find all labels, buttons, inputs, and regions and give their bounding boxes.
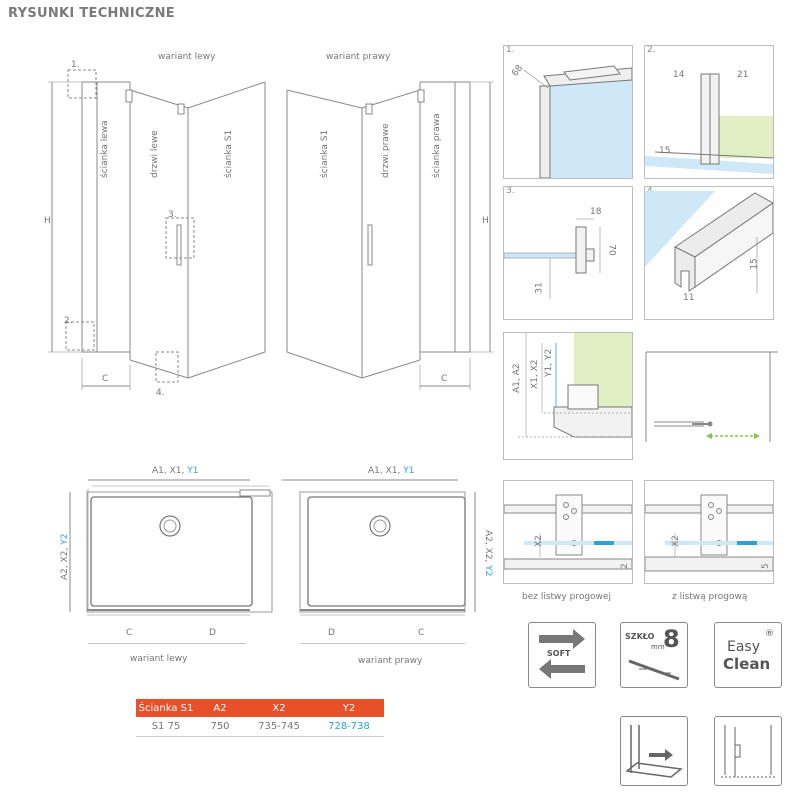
detail-3-dim-b: 70 [606, 244, 617, 256]
page-title: RYSUNKI TECHNICZNE [8, 6, 175, 21]
glass-word: SZKŁO [625, 632, 655, 641]
caption-without-threshold: bez listwy progowej [522, 592, 611, 602]
clean-label: Clean [723, 655, 771, 673]
right-panel-label-3: ścianka prawa [432, 113, 442, 178]
detail-7-dim-b: 2 [620, 563, 630, 569]
soft-close-icon: SOFT [528, 622, 596, 688]
detail-4-dim-a: 15 [749, 258, 760, 270]
left-height-label: H [44, 216, 51, 226]
right-panel-label-1: ścianka S1 [320, 129, 330, 178]
right-plan-caption: wariant prawy [358, 656, 423, 666]
detail-panel-8: X2 5 [644, 480, 774, 584]
detail-marker-1: 1. [71, 60, 80, 70]
left-plan-width-label: A1, X1, Y1 [152, 466, 199, 476]
detail-5-label-b: X1, X2 [530, 359, 540, 389]
table-cell: S1 75 [136, 717, 196, 737]
left-panel-label-2: drzwi lewe [150, 130, 160, 178]
detail-5-label-blue: Y1, Y2 [544, 348, 554, 377]
door-mount-icon [714, 716, 782, 786]
detail-3-dim-c: 31 [534, 282, 545, 294]
right-c-label: C [441, 374, 448, 384]
detail-panel-7: X2 2 [503, 480, 633, 584]
left-plan-d-label: D [209, 628, 216, 638]
detail-7-dim-a: X2 [534, 535, 544, 547]
left-panel-label-3: ścianka S1 [224, 129, 234, 178]
detail-2-dim-b: 21 [737, 70, 749, 80]
left-panel-label-1: ścianka lewa [100, 120, 110, 178]
glass-unit: mm [651, 643, 665, 651]
right-plan-width-label: A1, X1, Y1 [368, 466, 415, 476]
detail-5-label-a: A1, A2 [512, 363, 522, 394]
table-header-row: Ścianka S1 A2 X2 Y2 [136, 699, 384, 717]
registered-mark: ® [765, 629, 774, 639]
right-variant-label: wariant prawy [326, 52, 391, 62]
detail-panel-5: A1, A2 X1, X2 Y1, Y2 [503, 332, 633, 460]
glass-8mm-icon: SZKŁO mm 8 [620, 622, 688, 688]
detail-4-dim-b: 11 [683, 293, 695, 303]
table-header-cell: Y2 [314, 699, 384, 717]
plan-views-drawing [69, 479, 476, 644]
detail-2-dim-a: 14 [673, 70, 685, 80]
detail-panel-3: 3. 18 70 31 [503, 186, 633, 320]
left-plan-c-label: C [126, 628, 133, 638]
table-cell: 728-738 [314, 717, 384, 737]
right-panel-label-2: drzwi prawe [381, 123, 391, 178]
soft-label: SOFT [547, 649, 571, 658]
table-row: S1 75 750 735-745 728-738 [136, 717, 384, 737]
detail-8-dim-a: X2 [671, 535, 681, 547]
detail-marker-3: 3. [168, 210, 177, 220]
detail-panel-2: 2. 14 21 15 [644, 45, 774, 179]
dimension-table: Ścianka S1 A2 X2 Y2 S1 75 750 735-745 72… [136, 699, 384, 737]
table-header-cell: A2 [196, 699, 244, 717]
left-c-label: C [102, 374, 109, 384]
detail-marker-2: 2. [64, 316, 73, 326]
easy-clean-icon: Easy ® Clean [714, 622, 782, 688]
left-variant-label: wariant lewy [158, 52, 216, 62]
threshold-profile-icon [620, 716, 688, 786]
left-plan-caption: wariant lewy [130, 654, 188, 664]
glass-value: 8 [663, 625, 680, 653]
table-cell: 735-745 [244, 717, 314, 737]
right-plan-d-label: D [328, 628, 335, 638]
detail-3-dim-a: 18 [590, 207, 602, 217]
sliding-door-schematic [645, 351, 778, 442]
table-cell: 750 [196, 717, 244, 737]
detail-panel-4: 4. 15 11 [644, 186, 774, 320]
detail-panel-1: 1. 68 [503, 45, 633, 179]
right-height-label: H [482, 216, 489, 226]
detail-8-dim-b: 5 [761, 563, 771, 569]
front-views-drawing [48, 69, 494, 390]
right-plan-depth-label: A2, X2, Y2 [483, 530, 493, 577]
detail-marker-4: 4. [156, 388, 165, 398]
table-header-cell: X2 [244, 699, 314, 717]
left-plan-depth-label: A2, X2, Y2 [60, 533, 70, 580]
detail-2-dim-c: 15 [659, 146, 671, 156]
caption-with-threshold: z listwą progową [672, 592, 748, 602]
easy-label: Easy [727, 639, 761, 655]
table-header-cell: Ścianka S1 [136, 699, 196, 717]
right-plan-c-label: C [418, 628, 425, 638]
